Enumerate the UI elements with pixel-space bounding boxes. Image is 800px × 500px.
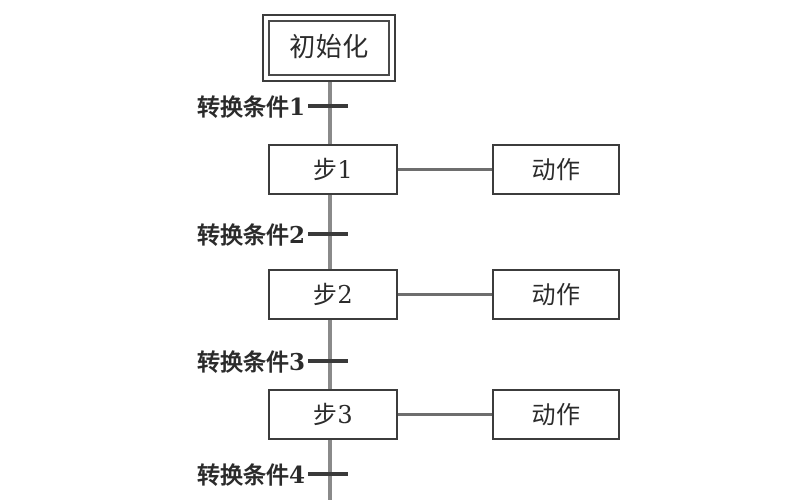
action-connector-2 [398, 293, 492, 296]
initial-step-box[interactable]: 初始化 [262, 14, 396, 82]
transition-label-1: 转换条件1 [196, 94, 305, 121]
transition-tick-3[interactable] [308, 359, 348, 363]
action-connector-3 [398, 413, 492, 416]
step-label-3: 步3 [312, 400, 354, 429]
action-label-2: 动作 [531, 280, 581, 309]
step-box-2[interactable]: 步2 [268, 269, 398, 320]
step-box-1[interactable]: 步1 [268, 144, 398, 195]
action-label-1: 动作 [531, 155, 581, 184]
trunk-line-segment-3 [328, 320, 332, 389]
transition-tick-2[interactable] [308, 232, 348, 236]
action-connector-1 [398, 168, 492, 171]
step-box-3[interactable]: 步3 [268, 389, 398, 440]
transition-tick-4[interactable] [308, 472, 348, 476]
transition-label-2: 转换条件2 [196, 222, 305, 249]
action-label-3: 动作 [531, 400, 581, 429]
transition-label-4: 转换条件4 [196, 462, 305, 489]
transition-label-3: 转换条件3 [196, 349, 305, 376]
initial-step-inner-border: 初始化 [268, 20, 390, 76]
action-box-3[interactable]: 动作 [492, 389, 620, 440]
action-box-1[interactable]: 动作 [492, 144, 620, 195]
action-box-2[interactable]: 动作 [492, 269, 620, 320]
trunk-line-segment-4 [328, 440, 332, 500]
step-label-1: 步1 [312, 155, 354, 184]
initial-step-label: 初始化 [289, 33, 369, 63]
trunk-line-segment-1 [328, 82, 332, 144]
transition-tick-1[interactable] [308, 104, 348, 108]
step-label-2: 步2 [312, 280, 354, 309]
